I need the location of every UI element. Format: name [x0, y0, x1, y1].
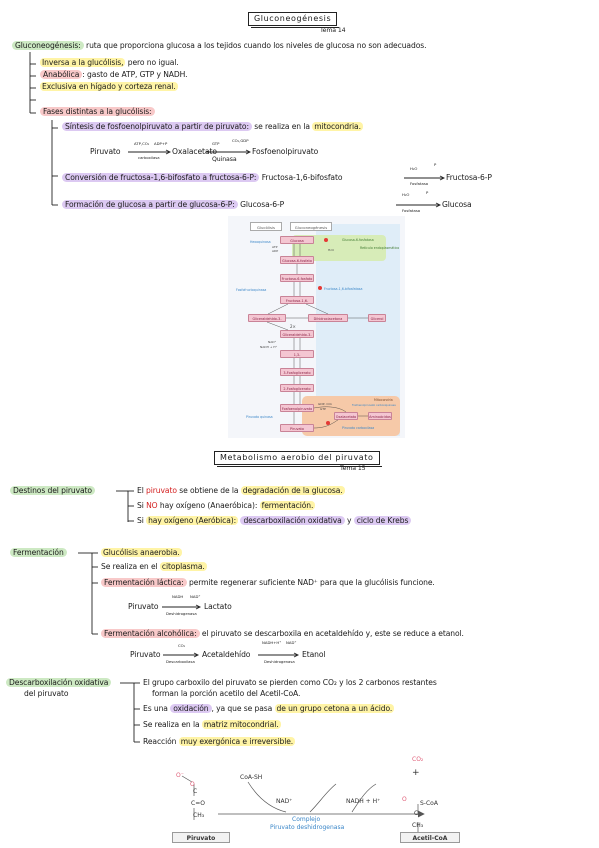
box-fosfoenolpiruvato: Fosfoenolpiruvato	[280, 404, 314, 412]
bullet-2: Anabólica: gasto de ATP, GTP y NADH.	[40, 70, 188, 79]
box-glicerol: Glicerol	[368, 314, 386, 322]
destino-3: Si hay oxígeno (Aeróbica): descarboxilac…	[137, 516, 412, 525]
descarb-4: Reacción muy exergónica e irreversible.	[143, 737, 296, 746]
ferm-4: Fermentación alcohólica: el piruvato se …	[101, 629, 464, 638]
box-fructosa-6-fosfato: Fructosa-6-fosfato	[280, 274, 314, 282]
fermentacion-label: Fermentación	[10, 548, 67, 557]
ferm-1: Glucólisis anaerobia.	[101, 548, 182, 557]
bullet-4: Fases distintas a la glucólisis:	[40, 107, 155, 116]
r1-intermediate: Oxalacetato	[172, 147, 217, 156]
box-aminoacidos: Aminoácidos	[368, 412, 392, 420]
descarb-1b: forman la porción acetilo del Acetil-CoA…	[152, 689, 301, 698]
r1-substrate: Piruvato	[90, 147, 121, 156]
phase-1: Síntesis de fosfoenolpiruvato a partir d…	[62, 122, 363, 131]
ferm-3: Fermentación láctica: permite regenerar …	[101, 578, 435, 587]
descarb-3: Se realiza en la matriz mitocondrial.	[143, 720, 281, 729]
descarb-label-2: del piruvato	[24, 689, 69, 698]
destinos-label: Destinos del piruvato	[10, 486, 95, 495]
section-title-gluconeogenesis: Gluconeogénesis	[248, 12, 340, 28]
box-piruvato: Piruvato	[280, 424, 314, 432]
section-title-metabolismo: Metabolismo aerobio del piruvato	[214, 451, 382, 467]
box-13-bisfosfoglicerato: 1,3-Bisfosfoglicerato	[280, 350, 314, 358]
red-dot	[324, 238, 328, 242]
label-piruvato: Piruvato	[172, 832, 230, 843]
phase-3: Formación de glucosa a partir de glucosa…	[62, 200, 284, 209]
tab-gluconeogenesis: Gluconeogénesis	[290, 222, 332, 231]
label-acetil-coa: Acetil-CoA	[400, 832, 460, 843]
definition-line: Gluconeogénesis: ruta que proporciona gl…	[12, 41, 427, 50]
r1-product: Fosfoenolpiruvato	[252, 147, 319, 156]
gluconeogenesis-diagram: Glucólisis Gluconeogénesis Glucosa-6-fos…	[228, 216, 405, 438]
box-3-fosfoglicerato: 3-Fosfoglicerato	[280, 368, 314, 376]
descarb-label: Descarboxilación oxidativa	[6, 678, 112, 687]
bullet-1: Inversa a la glucólisis, pero no igual.	[40, 58, 179, 67]
pyruvate-dehydrogenase-reaction	[181, 775, 425, 832]
box-gliceraldehido-2: Gliceraldehído-3-fosfato	[280, 330, 314, 338]
descarb-1: El grupo carboxilo del piruvato se pierd…	[143, 678, 437, 687]
box-oxalacetato: Oxalacetato	[334, 412, 358, 420]
diagram-arrows	[266, 244, 368, 429]
definition-text: ruta que proporciona glucosa a los tejid…	[86, 41, 427, 50]
box-glucosa: Glucosa	[280, 236, 314, 244]
destino-1: El piruvato se obtiene de la degradación…	[137, 486, 345, 495]
box-2-fosfoglicerato: 2-Fosfoglicerato	[280, 384, 314, 392]
bullet-3: Exclusiva en hígado y corteza renal.	[40, 82, 178, 91]
box-fructosa-16-bifosfato: Fructosa-1,6-bifosfato	[280, 296, 314, 304]
definition-term: Gluconeogénesis:	[12, 41, 84, 50]
box-glucosa-6-fosfato: Glucosa-6-fosfato	[280, 256, 314, 264]
destino-2: Si NO hay oxígeno (Anaeróbica): fermenta…	[137, 501, 316, 510]
box-dihidroxiacetona: Dihidroxiacetona fosfato	[308, 314, 348, 322]
descarb-2: Es una oxidación, ya que se pasa de un g…	[143, 704, 395, 713]
box-gliceraldehido: Gliceraldehído-3-fosfato	[248, 314, 286, 322]
tema-label-2: Tema 15	[340, 465, 366, 472]
phase-2: Conversión de fructosa-1,6-bifosfato a f…	[62, 173, 342, 182]
tab-glucolisis: Glucólisis	[250, 222, 282, 231]
ferm-2: Se realiza en el citoplasma.	[101, 562, 207, 571]
tema-label: Tema 14	[320, 27, 346, 34]
